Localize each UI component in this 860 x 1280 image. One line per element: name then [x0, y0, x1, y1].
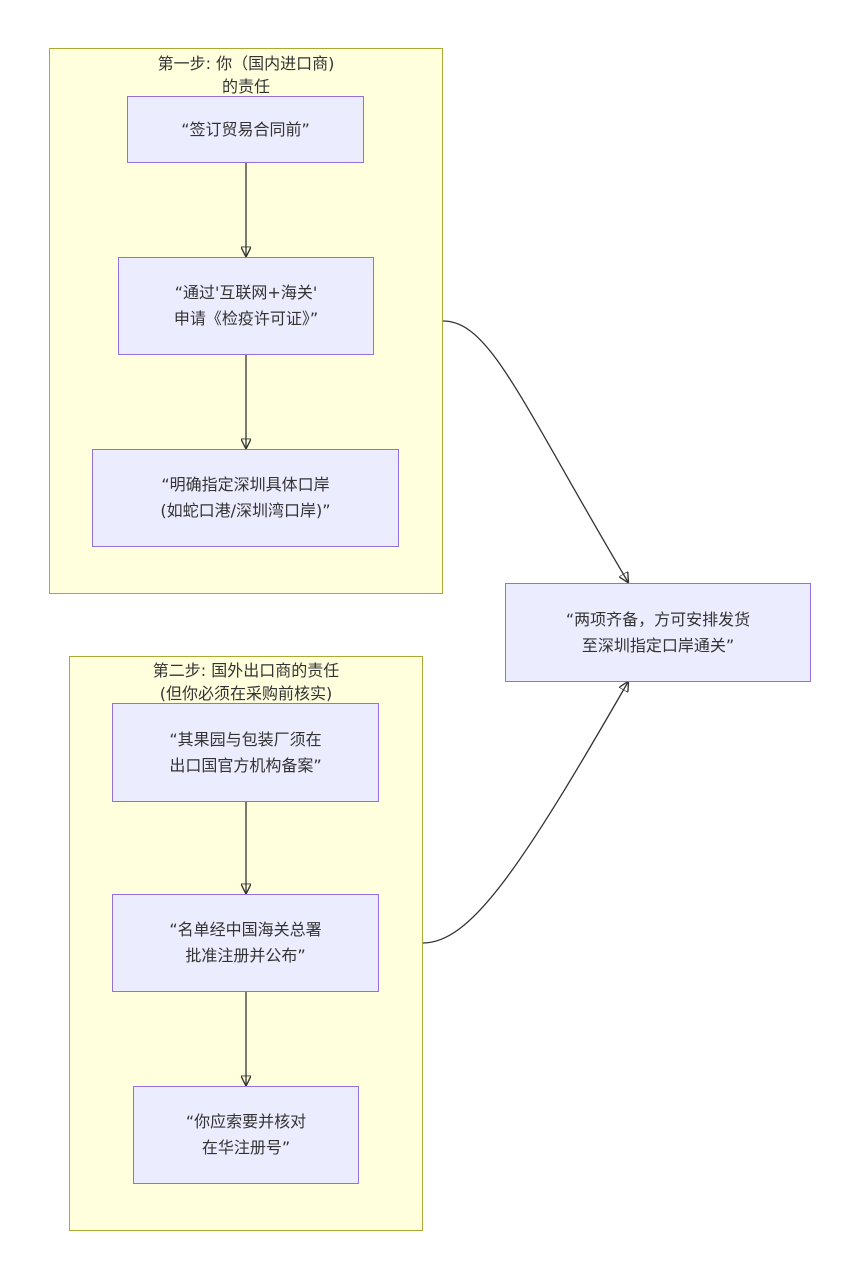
edge-b2-c1 — [422, 682, 628, 944]
node-verify-registration-number[interactable]: “你应索要并核对 在华注册号” — [133, 1086, 359, 1184]
node-gacc-approval[interactable]: “名单经中国海关总署 批准注册并公布” — [112, 894, 379, 992]
cluster-step1-title: 第一步: 你（国内进口商) 的责任 — [157, 54, 335, 96]
node-orchard-registration[interactable]: “其果园与包装厂须在 出口国官方机构备案” — [112, 703, 379, 802]
node-designate-shenzhen-port[interactable]: “明确指定深圳具体口岸 (如蛇口港/深圳湾口岸)” — [92, 449, 399, 547]
node-before-contract[interactable]: “签订贸易合同前” — [127, 96, 364, 163]
node-apply-quarantine-permit[interactable]: “通过'互联网+海关' 申请《检疫许可证》” — [118, 257, 374, 355]
node-ready-to-ship[interactable]: “两项齐备，方可安排发货 至深圳指定口岸通关” — [505, 583, 811, 682]
edge-a2-c1 — [442, 320, 628, 582]
cluster-step2-title: 第二步: 国外出口商的责任 (但你必须在采购前核实) — [152, 661, 340, 703]
